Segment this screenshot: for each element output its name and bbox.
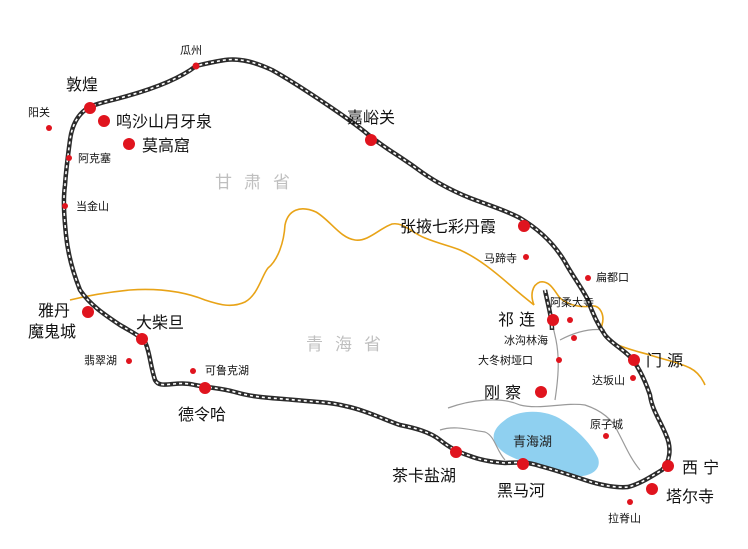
label-gangcha: 刚 察 xyxy=(484,383,521,402)
lake-label: 青海湖 xyxy=(513,435,552,450)
label-dunhuang: 敦煌 xyxy=(66,75,98,94)
poi-arousi xyxy=(567,317,573,323)
poi-keluke xyxy=(190,368,196,374)
label-chaka: 茶卡盐湖 xyxy=(392,466,456,485)
branch-route-inner xyxy=(544,289,553,331)
label-menyuan: 门 源 xyxy=(646,351,683,370)
poi-taersi xyxy=(646,483,658,495)
poi-dangjinshan xyxy=(62,203,68,209)
poi-guazhou xyxy=(192,62,200,70)
poi-feicui xyxy=(126,358,132,364)
poi-jiayuguan xyxy=(365,134,377,146)
label-dangjinshan: 当金山 xyxy=(76,199,109,213)
poi-mogao xyxy=(123,138,135,150)
label-xining: 西 宁 xyxy=(682,458,719,477)
poi-xining xyxy=(662,460,674,472)
label-delingha: 德令哈 xyxy=(178,405,226,424)
county-border xyxy=(559,328,606,341)
poi-markers xyxy=(46,62,674,505)
label-yangguan: 阳关 xyxy=(28,105,50,119)
poi-mingsha xyxy=(98,115,110,127)
province-label-gansu: 甘肃省 xyxy=(215,173,302,193)
county-border xyxy=(447,399,641,471)
poi-menyuan xyxy=(628,354,640,366)
poi-dunhuang xyxy=(84,102,96,114)
label-feicui: 翡翠湖 xyxy=(84,354,117,367)
label-mingsha: 鸣沙山月牙泉 xyxy=(116,112,212,131)
label-mogao: 莫高窟 xyxy=(142,136,190,155)
county-border xyxy=(439,427,506,461)
poi-yangguan xyxy=(46,125,52,131)
label-yadan-2: 魔鬼城 xyxy=(28,322,76,341)
label-dabanshan: 达坂山 xyxy=(592,374,625,387)
label-zhangye: 张掖七彩丹霞 xyxy=(400,217,496,236)
label-heimahe: 黑马河 xyxy=(497,481,545,500)
label-biandukou: 扁都口 xyxy=(596,271,629,284)
poi-dachaidan xyxy=(136,333,148,345)
poi-biandukou xyxy=(585,275,591,281)
poi-matisi xyxy=(523,254,529,260)
poi-zhangye xyxy=(518,220,530,232)
label-dachaidan: 大柴旦 xyxy=(136,313,184,332)
poi-dadongshu xyxy=(556,357,562,363)
label-taersi: 塔尔寺 xyxy=(666,487,714,506)
province-border xyxy=(531,281,706,386)
province-border xyxy=(69,208,535,307)
poi-chaka xyxy=(450,446,462,458)
label-qilian: 祁 连 xyxy=(498,310,535,329)
label-binggou: 冰沟林海 xyxy=(504,333,548,347)
poi-yuanzicheng xyxy=(603,433,609,439)
label-yuanzicheng: 原子城 xyxy=(590,418,623,431)
label-akesai: 阿克塞 xyxy=(78,151,111,165)
poi-akesai xyxy=(66,155,72,161)
poi-binggou xyxy=(571,335,577,341)
label-guazhou: 瓜州 xyxy=(180,44,202,57)
poi-gangcha xyxy=(535,386,547,398)
poi-qilian xyxy=(547,314,559,326)
label-matisi: 马蹄寺 xyxy=(484,251,517,265)
label-dadongshu: 大冬树垭口 xyxy=(478,353,533,367)
poi-lajishan xyxy=(627,499,633,505)
province-label-qinghai: 青海省 xyxy=(306,335,393,355)
poi-heimahe xyxy=(517,458,529,470)
label-keluke: 可鲁克湖 xyxy=(205,363,249,377)
label-lajishan: 拉脊山 xyxy=(608,511,641,525)
poi-dabanshan xyxy=(630,375,636,381)
label-jiayuguan: 嘉峪关 xyxy=(347,108,395,127)
poi-delingha xyxy=(199,382,211,394)
poi-yadan xyxy=(82,306,94,318)
label-yadan-1: 雅丹 xyxy=(38,301,70,320)
label-arousi: 阿柔大寺 xyxy=(550,295,594,309)
